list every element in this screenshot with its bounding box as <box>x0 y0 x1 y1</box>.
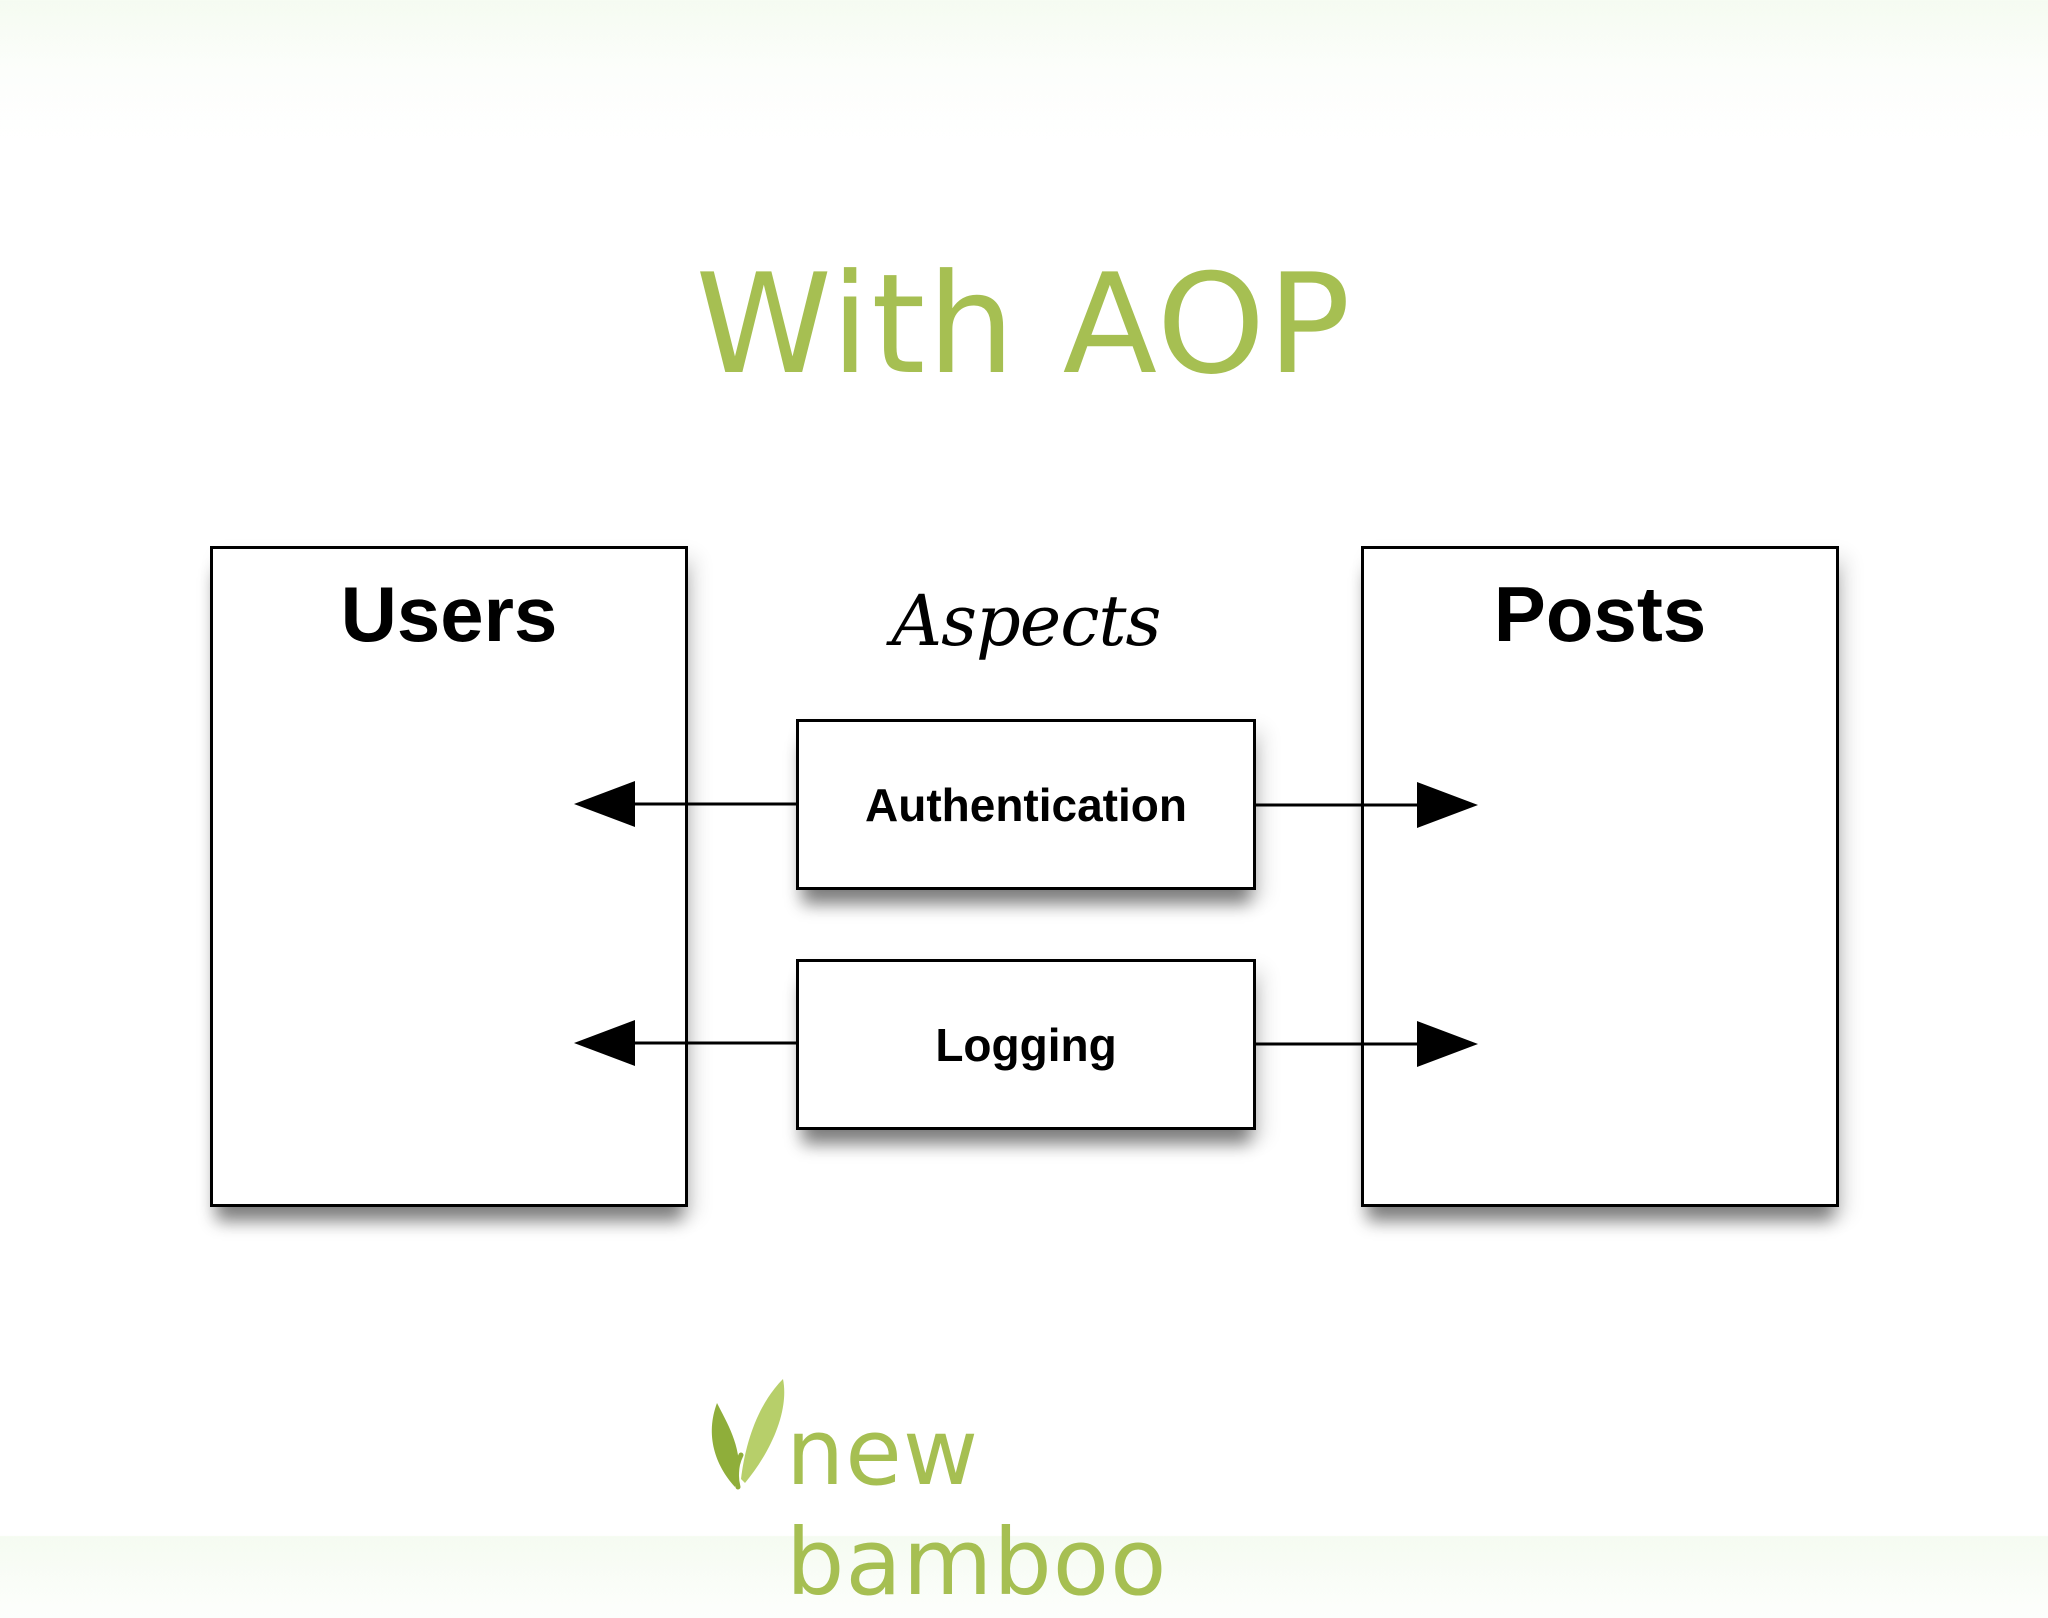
authentication-aspect-box: Authentication <box>796 719 1256 890</box>
posts-label: Posts <box>1493 570 1707 658</box>
users-label: Users <box>340 570 558 658</box>
aspects-heading: Aspects <box>891 580 1162 662</box>
logo-text: new bamboo <box>786 1399 1168 1616</box>
users-box: Users <box>210 546 688 1207</box>
logging-label: Logging <box>935 1018 1117 1071</box>
authentication-label: Authentication <box>865 778 1187 831</box>
logging-aspect-box: Logging <box>796 959 1256 1130</box>
posts-box: Posts <box>1361 546 1839 1207</box>
slide-title: With AOP <box>695 244 1353 406</box>
bamboo-leaf-icon <box>711 1379 785 1490</box>
